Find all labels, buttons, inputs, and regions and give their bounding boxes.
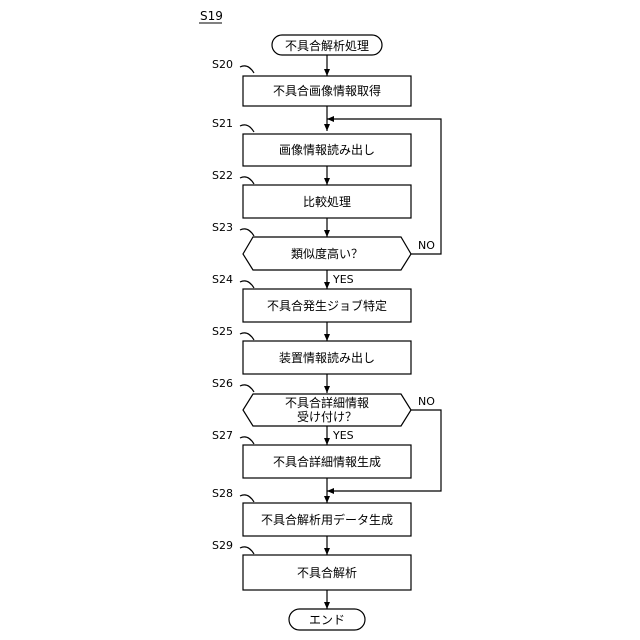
decision-label: 類似度高い？	[291, 246, 363, 261]
step-tick	[240, 177, 254, 184]
process-label: 不具合発生ジョブ特定	[267, 298, 387, 313]
process-label: 不具合解析用データ生成	[261, 512, 393, 527]
step-id: S25	[212, 325, 233, 338]
process-label: 不具合解析	[297, 565, 357, 580]
step-id: S29	[212, 539, 233, 552]
no-label: NO	[418, 239, 435, 252]
step-tick	[240, 281, 254, 288]
step-tick	[240, 495, 254, 502]
yes-label: YES	[332, 429, 354, 442]
step-id: S22	[212, 169, 233, 182]
step-id: S27	[212, 429, 233, 442]
figure-id: S19	[200, 9, 223, 23]
process-label: 比較処理	[303, 194, 351, 209]
step-id: S21	[212, 117, 233, 130]
step-tick	[240, 125, 254, 132]
step-id: S28	[212, 487, 233, 500]
step-tick	[240, 66, 254, 73]
step-id: S23	[212, 221, 233, 234]
step-tick	[240, 547, 254, 554]
step-tick	[240, 437, 254, 444]
process-label: 不具合詳細情報生成	[273, 454, 381, 469]
yes-label: YES	[332, 273, 354, 286]
no-label: NO	[418, 395, 435, 408]
start-label: 不具合解析処理	[285, 38, 369, 53]
process-label: 画像情報読み出し	[279, 142, 375, 157]
step-tick	[240, 385, 254, 392]
decision-label-line1: 不具合詳細情報	[285, 395, 369, 410]
step-tick	[240, 333, 254, 340]
process-label: 装置情報読み出し	[279, 350, 375, 365]
step-id: S20	[212, 58, 233, 71]
decision-label-line2: 受け付け？	[297, 410, 357, 424]
step-id: S26	[212, 377, 233, 390]
step-id: S24	[212, 273, 233, 286]
step-tick	[240, 229, 254, 236]
process-label: 不具合画像情報取得	[273, 83, 381, 98]
end-label: エンド	[309, 613, 345, 627]
